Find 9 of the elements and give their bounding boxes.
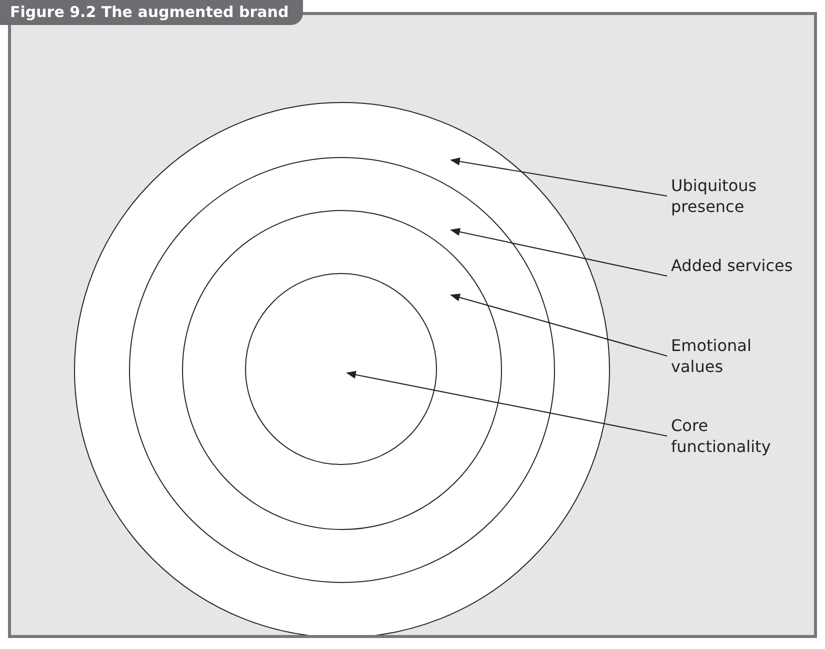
figure-title: Figure 9.2 The augmented brand bbox=[0, 0, 303, 25]
callout-label: Core functionality bbox=[671, 415, 801, 457]
leader-line bbox=[450, 158, 668, 197]
callout-label: Ubiquitous presence bbox=[671, 175, 801, 217]
callout-label: Emotional values bbox=[671, 335, 801, 377]
leader-line bbox=[450, 294, 668, 357]
callout-label: Added services bbox=[671, 255, 801, 276]
leader-line bbox=[450, 228, 668, 277]
leader-line bbox=[346, 370, 668, 437]
